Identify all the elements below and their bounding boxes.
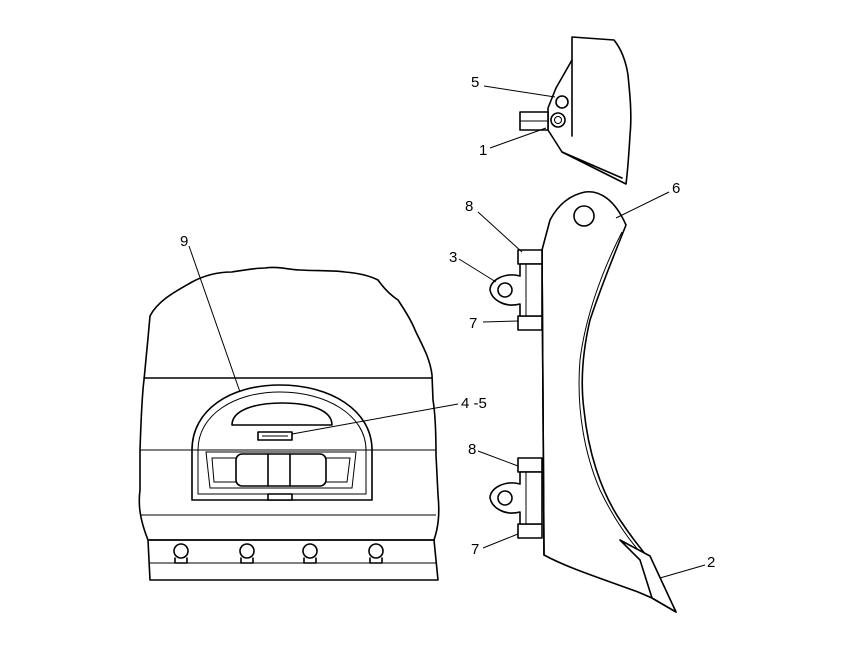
blade-side-outline bbox=[541, 191, 677, 613]
trunnion-block bbox=[235, 453, 327, 487]
upper-bracket-body bbox=[489, 263, 543, 317]
detail-outline bbox=[547, 36, 632, 185]
callout-6: 6 bbox=[672, 180, 680, 197]
callout-4-5: 4 -5 bbox=[461, 395, 487, 412]
leader-8-lower bbox=[477, 450, 519, 467]
cutting-edge-bolts bbox=[173, 543, 384, 564]
leader-7-lower bbox=[482, 533, 519, 549]
upper-cap-bottom bbox=[517, 315, 543, 331]
blade-front-view bbox=[138, 266, 440, 581]
bolt-icon bbox=[239, 543, 255, 564]
lower-cap-bottom bbox=[517, 523, 543, 539]
upper-trunnion-bracket bbox=[489, 249, 543, 331]
leader-8-upper bbox=[477, 211, 523, 253]
bolt-icon bbox=[173, 543, 189, 564]
lower-bracket-hole bbox=[497, 490, 513, 506]
lower-shim bbox=[267, 493, 293, 501]
access-cover bbox=[191, 384, 373, 501]
callout-7-lower: 7 bbox=[471, 541, 479, 558]
leader-2 bbox=[659, 564, 706, 579]
cover-lower-window bbox=[205, 451, 357, 489]
blade-side-cutting-edge bbox=[619, 539, 677, 613]
callout-1: 1 bbox=[479, 142, 487, 159]
detail-upper-hole bbox=[555, 95, 569, 109]
leader-1 bbox=[489, 127, 547, 149]
callout-3: 3 bbox=[449, 249, 457, 266]
callout-5: 5 bbox=[471, 74, 479, 91]
leader-3 bbox=[458, 258, 497, 283]
lower-bracket-body bbox=[489, 471, 543, 525]
detail-lower-hole bbox=[550, 112, 566, 128]
moldboard-line bbox=[578, 231, 641, 553]
cutting-edge-strip bbox=[147, 539, 439, 581]
lower-cap-top bbox=[517, 457, 543, 473]
leader-6 bbox=[615, 191, 670, 219]
detail-bottom-edge bbox=[561, 151, 623, 179]
lower-trunnion-bracket bbox=[489, 457, 543, 539]
access-cover-inner bbox=[197, 391, 367, 495]
detail-lower-hole-inner bbox=[554, 116, 562, 124]
callout-7-upper: 7 bbox=[469, 315, 477, 332]
leader-5 bbox=[483, 85, 556, 98]
upper-bracket-hole bbox=[497, 282, 513, 298]
callout-9: 9 bbox=[180, 233, 188, 250]
leader-4-5 bbox=[291, 403, 459, 435]
detail-view bbox=[519, 36, 632, 185]
callout-labels: 5 1 6 8 3 7 9 4 -5 8 7 2 bbox=[180, 74, 715, 571]
leader-9 bbox=[188, 245, 241, 393]
callout-8-upper: 8 bbox=[465, 198, 473, 215]
leader-7-upper bbox=[482, 320, 519, 323]
blade-side-view bbox=[489, 191, 677, 613]
blade-upper-pin-hole bbox=[573, 205, 595, 227]
cover-upper-slot bbox=[231, 402, 333, 426]
bolt-icon bbox=[302, 543, 318, 564]
callout-2: 2 bbox=[707, 554, 715, 571]
bolt-icon bbox=[368, 543, 384, 564]
callout-8-lower: 8 bbox=[468, 441, 476, 458]
leader-lines bbox=[188, 85, 706, 579]
